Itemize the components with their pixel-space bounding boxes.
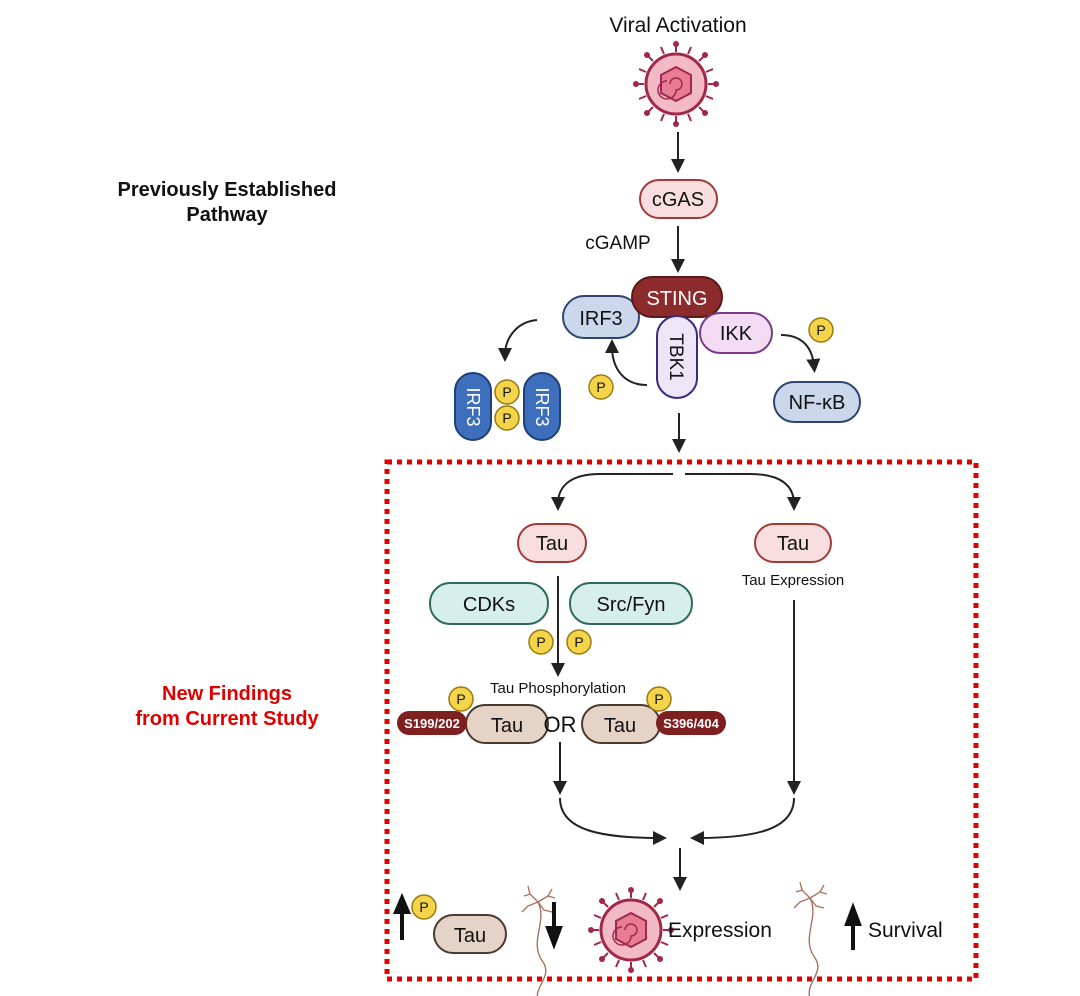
svg-text:Tau: Tau	[491, 715, 523, 737]
tbk1-node: TBK1	[656, 315, 698, 399]
tau-expression-label: Tau Expression	[742, 572, 845, 589]
header-new-findings-line1: New Findings	[162, 683, 292, 705]
svg-text:TBK1: TBK1	[665, 333, 686, 381]
svg-text:STING: STING	[646, 288, 707, 310]
ptau-outcome: Tau P	[411, 894, 507, 954]
cdks-node: CDKs	[429, 582, 549, 625]
virus-icon	[586, 885, 676, 975]
cgamp-label: cGAMP	[585, 233, 650, 254]
tau-node-right: Tau	[754, 523, 832, 563]
svg-text:IKK: IKK	[720, 323, 753, 345]
tau-phosphorylation-label: Tau Phosphorylation	[490, 680, 626, 697]
src-fyn-node: Src/Fyn	[569, 582, 693, 625]
svg-text:P: P	[654, 691, 663, 707]
phosphate-icon: P	[808, 317, 834, 343]
header-previous-pathway-line1: Previously Established	[118, 179, 337, 201]
irf3-node: IRF3	[562, 295, 640, 339]
svg-text:P: P	[596, 379, 605, 395]
header-new-findings-line2: from Current Study	[135, 708, 319, 730]
svg-text:P: P	[816, 322, 825, 338]
tau-node-left: Tau	[517, 523, 587, 563]
svg-text:S199/202: S199/202	[404, 716, 460, 731]
svg-text:P: P	[419, 899, 428, 915]
survival-label: Survival	[868, 919, 943, 942]
expression-label: Expression	[668, 919, 772, 942]
phosphate-icon: P P	[528, 629, 592, 655]
svg-text:P: P	[502, 384, 511, 400]
ptau-s199-202: Tau S199/202 P	[397, 686, 549, 744]
arrow-to-tau-left	[551, 473, 673, 511]
svg-text:IRF3: IRF3	[532, 387, 552, 426]
arrow-tbk1-phosphorylates-irf3	[605, 339, 648, 386]
irf3-dimer: IRF3 IRF3 P P	[454, 372, 561, 441]
svg-text:P: P	[456, 691, 465, 707]
sting-node: STING	[631, 276, 723, 318]
svg-text:P: P	[536, 634, 545, 650]
ptau-s396-404: Tau S396/404 P	[581, 686, 726, 744]
svg-text:P: P	[502, 410, 511, 426]
virus-icon	[631, 39, 721, 129]
svg-text:Tau: Tau	[454, 925, 486, 947]
ikk-node: IKK	[699, 312, 773, 354]
nfkb-node: NF-κB	[773, 381, 861, 423]
down-arrow-icon	[545, 902, 563, 950]
or-label: OR	[544, 712, 577, 737]
viral-activation-label: Viral Activation	[609, 14, 746, 37]
cgas-node: cGAS	[639, 179, 718, 219]
svg-text:P: P	[574, 634, 583, 650]
svg-text:Tau: Tau	[604, 715, 636, 737]
up-arrow-icon	[844, 902, 862, 950]
svg-text:NF-κB: NF-κB	[789, 392, 846, 414]
arrow-ikk-to-nfkb	[780, 334, 821, 373]
arrow-merge-left	[559, 797, 667, 845]
svg-text:IRF3: IRF3	[463, 387, 483, 426]
arrow-irf3-dimerization	[498, 319, 538, 362]
new-findings-box	[384, 459, 979, 982]
header-previous-pathway-line2: Pathway	[186, 204, 268, 226]
svg-text:cGAS: cGAS	[652, 189, 704, 211]
svg-text:CDKs: CDKs	[463, 594, 515, 616]
up-arrow-icon	[392, 892, 412, 940]
arrow-to-tau-right	[685, 473, 801, 511]
svg-text:Tau: Tau	[777, 533, 809, 555]
arrow-merge-right	[690, 797, 795, 845]
svg-text:Src/Fyn: Src/Fyn	[597, 594, 666, 616]
svg-text:S396/404: S396/404	[663, 716, 719, 731]
phosphate-icon: P	[588, 374, 614, 400]
svg-text:IRF3: IRF3	[579, 308, 622, 330]
svg-text:Tau: Tau	[536, 533, 568, 555]
